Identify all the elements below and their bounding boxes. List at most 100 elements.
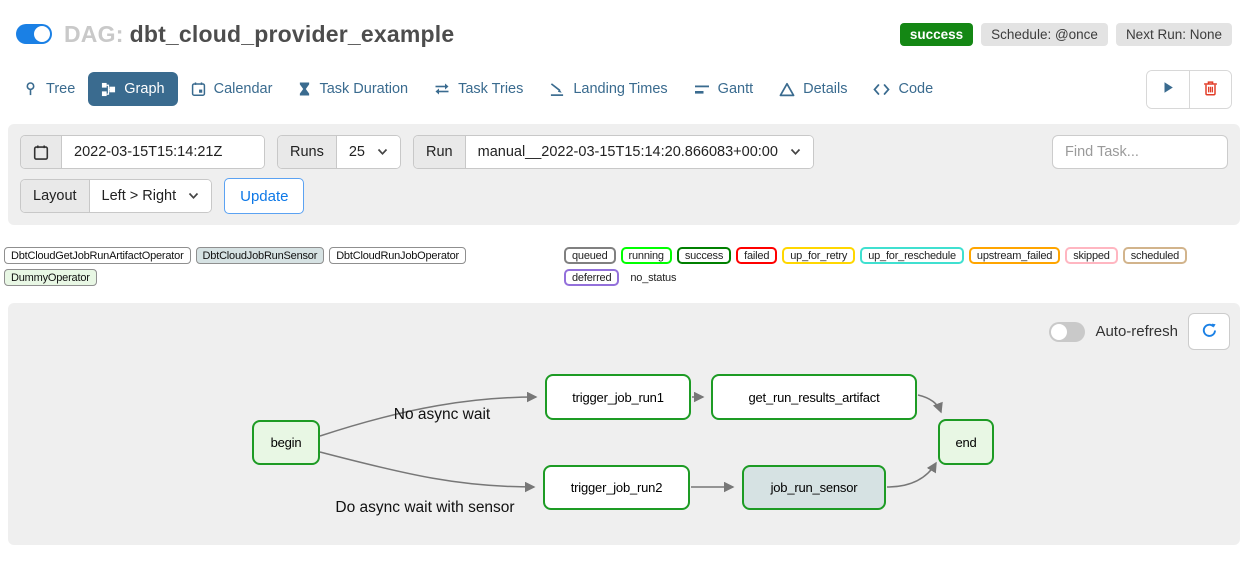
status-legend-badge[interactable]: failed <box>736 247 778 264</box>
dag-pause-toggle[interactable] <box>16 24 52 44</box>
tab-label: Gantt <box>717 81 754 97</box>
chevron-down-icon <box>188 188 199 204</box>
run-group: Run manual__2022-03-15T15:14:20.866083+0… <box>413 135 814 169</box>
status-legend-badge[interactable]: up_for_retry <box>782 247 856 264</box>
dag-actions <box>1146 69 1232 109</box>
next-run-badge: Next Run: None <box>1115 22 1232 46</box>
auto-refresh-toggle[interactable] <box>1049 321 1086 342</box>
graph-node-get_run_results_artifact[interactable]: get_run_results_artifact <box>711 374 917 420</box>
tab-label: Task Tries <box>458 81 524 97</box>
tab-label: Code <box>898 81 934 97</box>
auto-refresh-label: Auto-refresh <box>1095 323 1178 340</box>
graph-panel: Auto-refresh begin trigger_job_run1 get_ru… <box>8 303 1240 545</box>
view-tabs: Tree Graph Calendar Task Duration Task T… <box>0 52 1248 110</box>
trash-icon <box>1203 80 1218 99</box>
header-badges: success Schedule: @once Next Run: None <box>899 22 1232 46</box>
repeat-icon <box>434 82 450 96</box>
tab-landing-times[interactable]: Landing Times <box>536 72 680 106</box>
graph-edge <box>886 461 937 488</box>
status-legend-badge[interactable]: skipped <box>1065 247 1118 264</box>
layout-select[interactable]: Left > Right <box>89 180 212 212</box>
toggle-knob <box>1051 323 1068 340</box>
status-legend-badge[interactable]: upstream_failed <box>968 247 1061 264</box>
chevron-down-icon <box>377 144 388 160</box>
dag-name: dbt_cloud_provider_example <box>129 20 455 47</box>
code-icon <box>873 83 891 96</box>
tab-calendar[interactable]: Calendar <box>178 72 286 106</box>
dag-header: DAG:dbt_cloud_provider_example success S… <box>0 0 1248 52</box>
toggle-knob <box>34 26 50 42</box>
layout-label: Layout <box>21 180 90 212</box>
edge-label: No async wait <box>393 406 491 423</box>
graph-node-trigger_job_run2[interactable]: trigger_job_run2 <box>543 465 690 510</box>
tab-label: Calendar <box>213 81 273 97</box>
runs-value: 25 <box>348 144 365 160</box>
tab-task-tries[interactable]: Task Tries <box>421 72 536 106</box>
status-legend-badge[interactable]: success <box>676 247 732 264</box>
base-date-input[interactable] <box>62 136 264 168</box>
gantt-icon <box>694 83 710 96</box>
update-button[interactable]: Update <box>224 178 305 214</box>
refresh-icon <box>1201 322 1218 342</box>
status-legend-badge[interactable]: queued <box>564 247 616 264</box>
tab-details[interactable]: Details <box>766 72 860 106</box>
operator-legend-badge[interactable]: DbtCloudRunJobOperator <box>329 247 466 264</box>
runs-select[interactable]: 25 <box>336 136 400 168</box>
operator-legend-badge[interactable]: DummyOperator <box>4 269 97 286</box>
graph-edge <box>917 394 943 414</box>
trigger-dag-button[interactable] <box>1147 70 1189 108</box>
graph-edge <box>319 451 536 493</box>
status-legend-badge[interactable]: scheduled <box>1122 247 1188 264</box>
operator-legend-badge[interactable]: DbtCloudGetJobRunArtifactOperator <box>4 247 191 264</box>
tree-icon <box>23 81 38 97</box>
layout-value: Left > Right <box>101 188 177 204</box>
run-select[interactable]: manual__2022-03-15T15:14:20.866083+00:00 <box>465 136 813 168</box>
graph-node-trigger_job_run1[interactable]: trigger_job_run1 <box>545 374 691 420</box>
page-title: DAG:dbt_cloud_provider_example <box>64 21 454 48</box>
graph-node-job_run_sensor[interactable]: job_run_sensor <box>742 465 886 510</box>
tab-label: Graph <box>124 81 165 97</box>
run-value: manual__2022-03-15T15:14:20.866083+00:00 <box>477 144 778 160</box>
hourglass-icon <box>298 81 311 97</box>
graph-node-end[interactable]: end <box>938 419 994 465</box>
chevron-down-icon <box>790 144 801 160</box>
tab-graph[interactable]: Graph <box>88 72 178 106</box>
details-icon <box>779 82 795 97</box>
status-legend-badge[interactable]: deferred <box>564 269 620 286</box>
tab-label: Tree <box>46 81 76 97</box>
filter-panel: Runs 25 Run manual__2022-03-15T15:14:20.… <box>8 124 1240 225</box>
tab-label: Details <box>803 81 848 97</box>
calendar-icon <box>191 81 206 97</box>
layout-group: Layout Left > Right <box>20 179 213 213</box>
auto-refresh-control: Auto-refresh <box>1049 313 1230 350</box>
tab-gantt[interactable]: Gantt <box>681 72 766 106</box>
tab-tree[interactable]: Tree <box>10 72 88 106</box>
play-icon <box>1161 80 1175 98</box>
status-legend-badge[interactable]: running <box>620 247 672 264</box>
status-legend-badge[interactable]: up_for_reschedule <box>860 247 964 264</box>
delete-dag-button[interactable] <box>1189 70 1231 108</box>
operator-legend-badge[interactable]: DbtCloudJobRunSensor <box>195 247 325 264</box>
dag-prefix: DAG: <box>64 20 124 47</box>
tab-task-duration[interactable]: Task Duration <box>285 72 421 106</box>
edge-label: Do async wait with sensor <box>335 499 515 516</box>
run-label: Run <box>414 136 466 168</box>
base-date-group <box>20 135 265 169</box>
status-legend-badge[interactable]: no_status <box>630 271 677 284</box>
status-badge: success <box>899 22 974 46</box>
schedule-badge: Schedule: @once <box>981 22 1108 46</box>
dag-graph: begin trigger_job_run1 get_run_results_art… <box>8 303 1240 545</box>
runs-group: Runs 25 <box>277 135 401 169</box>
graph-edge <box>319 391 538 437</box>
runs-label: Runs <box>278 136 337 168</box>
graph-icon <box>101 82 116 97</box>
refresh-button[interactable] <box>1188 313 1230 350</box>
tab-label: Task Duration <box>319 81 409 97</box>
calendar-addon[interactable] <box>21 136 62 168</box>
graph-node-begin[interactable]: begin <box>252 420 320 465</box>
tab-code[interactable]: Code <box>860 72 946 106</box>
find-task-input[interactable] <box>1052 135 1228 169</box>
